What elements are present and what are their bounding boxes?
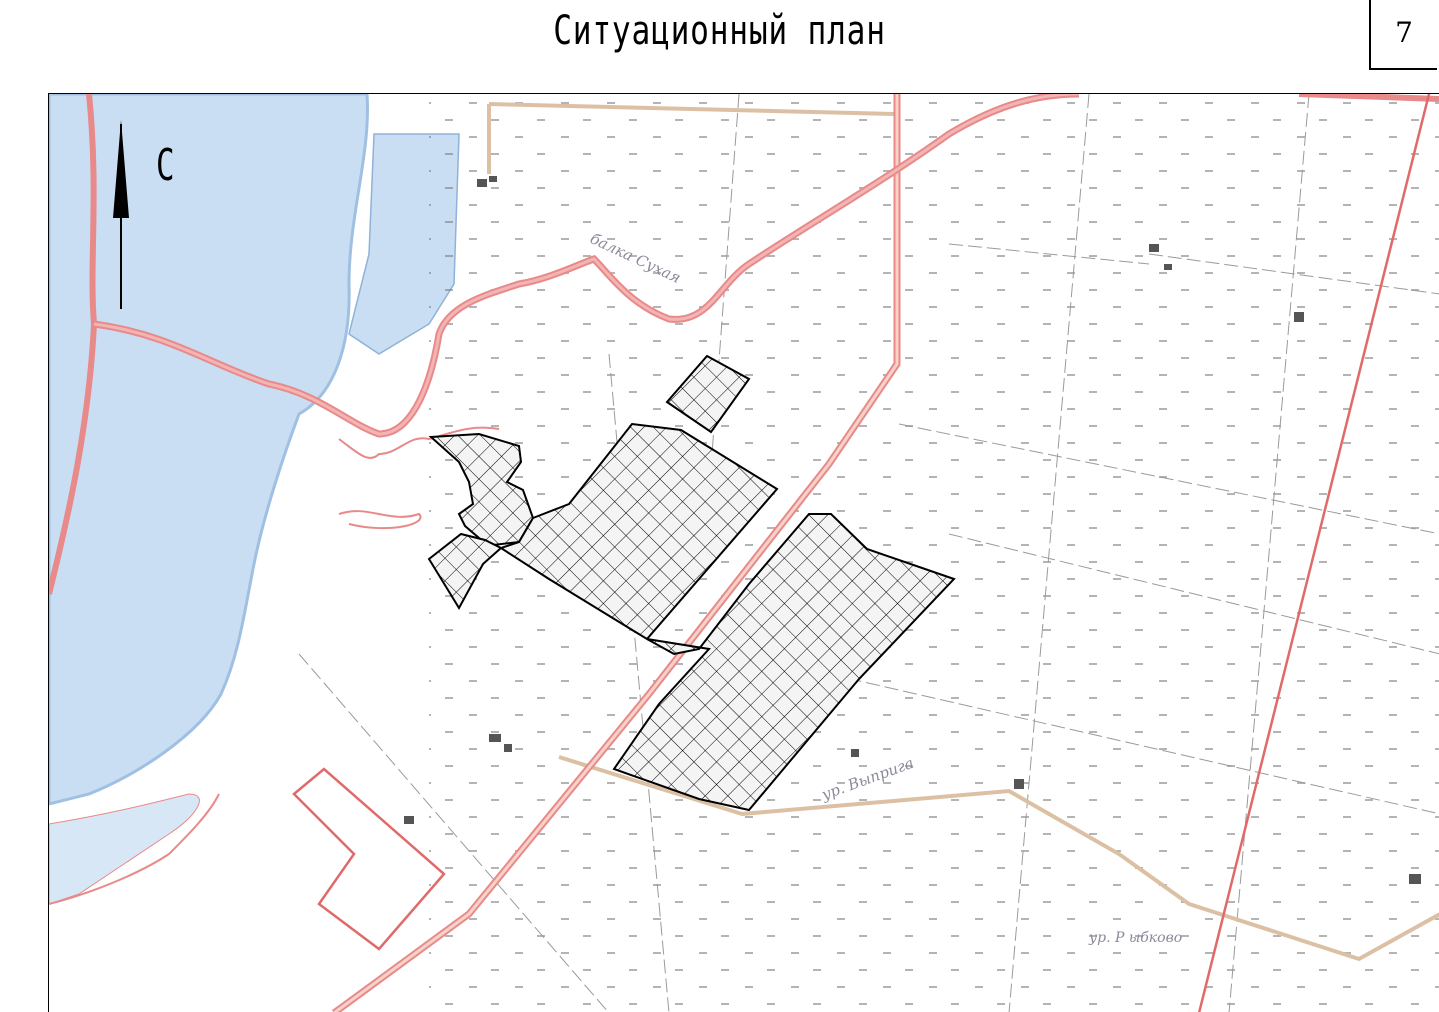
page-number: 7 — [1395, 16, 1413, 49]
map-frame[interactable]: балка Сухая ур. Выприга ур. Р ыбково — [48, 93, 1439, 1012]
site-area-2 — [428, 432, 535, 548]
page-number-box: 7 — [1369, 0, 1437, 70]
site-area-4 — [498, 422, 779, 641]
dirt-roads — [487, 102, 1439, 962]
site-area-1 — [665, 354, 751, 434]
bay-inlet — [49, 793, 200, 905]
label-rybkovo: ур. Р ыбково — [1088, 930, 1182, 946]
north-arrow — [113, 120, 129, 309]
situational-map: балка Сухая ур. Выприга ур. Р ыбково — [49, 94, 1439, 1012]
settlements — [404, 176, 1421, 884]
site-area-5 — [612, 513, 956, 812]
boundary-red — [292, 94, 1431, 1012]
field-boundaries — [298, 94, 1439, 1012]
page-title: Ситуационный план — [553, 8, 886, 54]
project-site-areas — [427, 354, 956, 812]
north-label: С — [155, 140, 175, 191]
ravines — [49, 426, 500, 905]
reservoir-water — [49, 94, 369, 806]
main-roads — [49, 94, 1439, 1012]
